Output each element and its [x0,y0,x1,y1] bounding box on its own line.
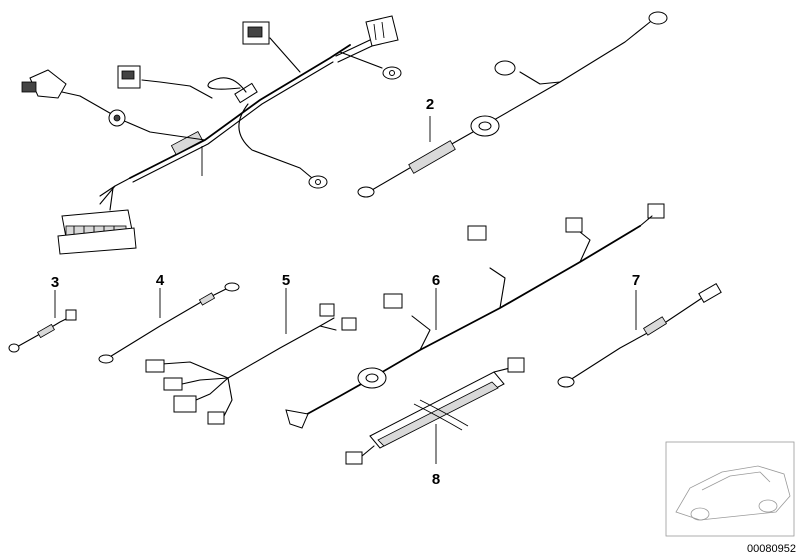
reference-number: 00080952 [747,543,796,555]
harness-part-2: 2 [357,11,668,198]
main-wiring-harness [21,15,402,255]
callout-8: 8 [432,471,440,488]
harness-part-8: 8 [345,357,525,488]
callout-7: 7 [632,272,640,289]
callout-5: 5 [282,272,290,289]
vehicle-locator-thumbnail [665,441,795,537]
harness-part-7: 7 [557,272,722,388]
callout-3: 3 [51,274,59,291]
callout-2: 2 [426,96,434,113]
harness-part-5: 5 [145,272,357,425]
callout-4: 4 [156,272,165,289]
harness-part-4: 4 [98,272,240,364]
harness-part-6: 6 [285,203,665,429]
harness-part-3: 3 [8,274,77,353]
callout-6: 6 [432,272,440,289]
